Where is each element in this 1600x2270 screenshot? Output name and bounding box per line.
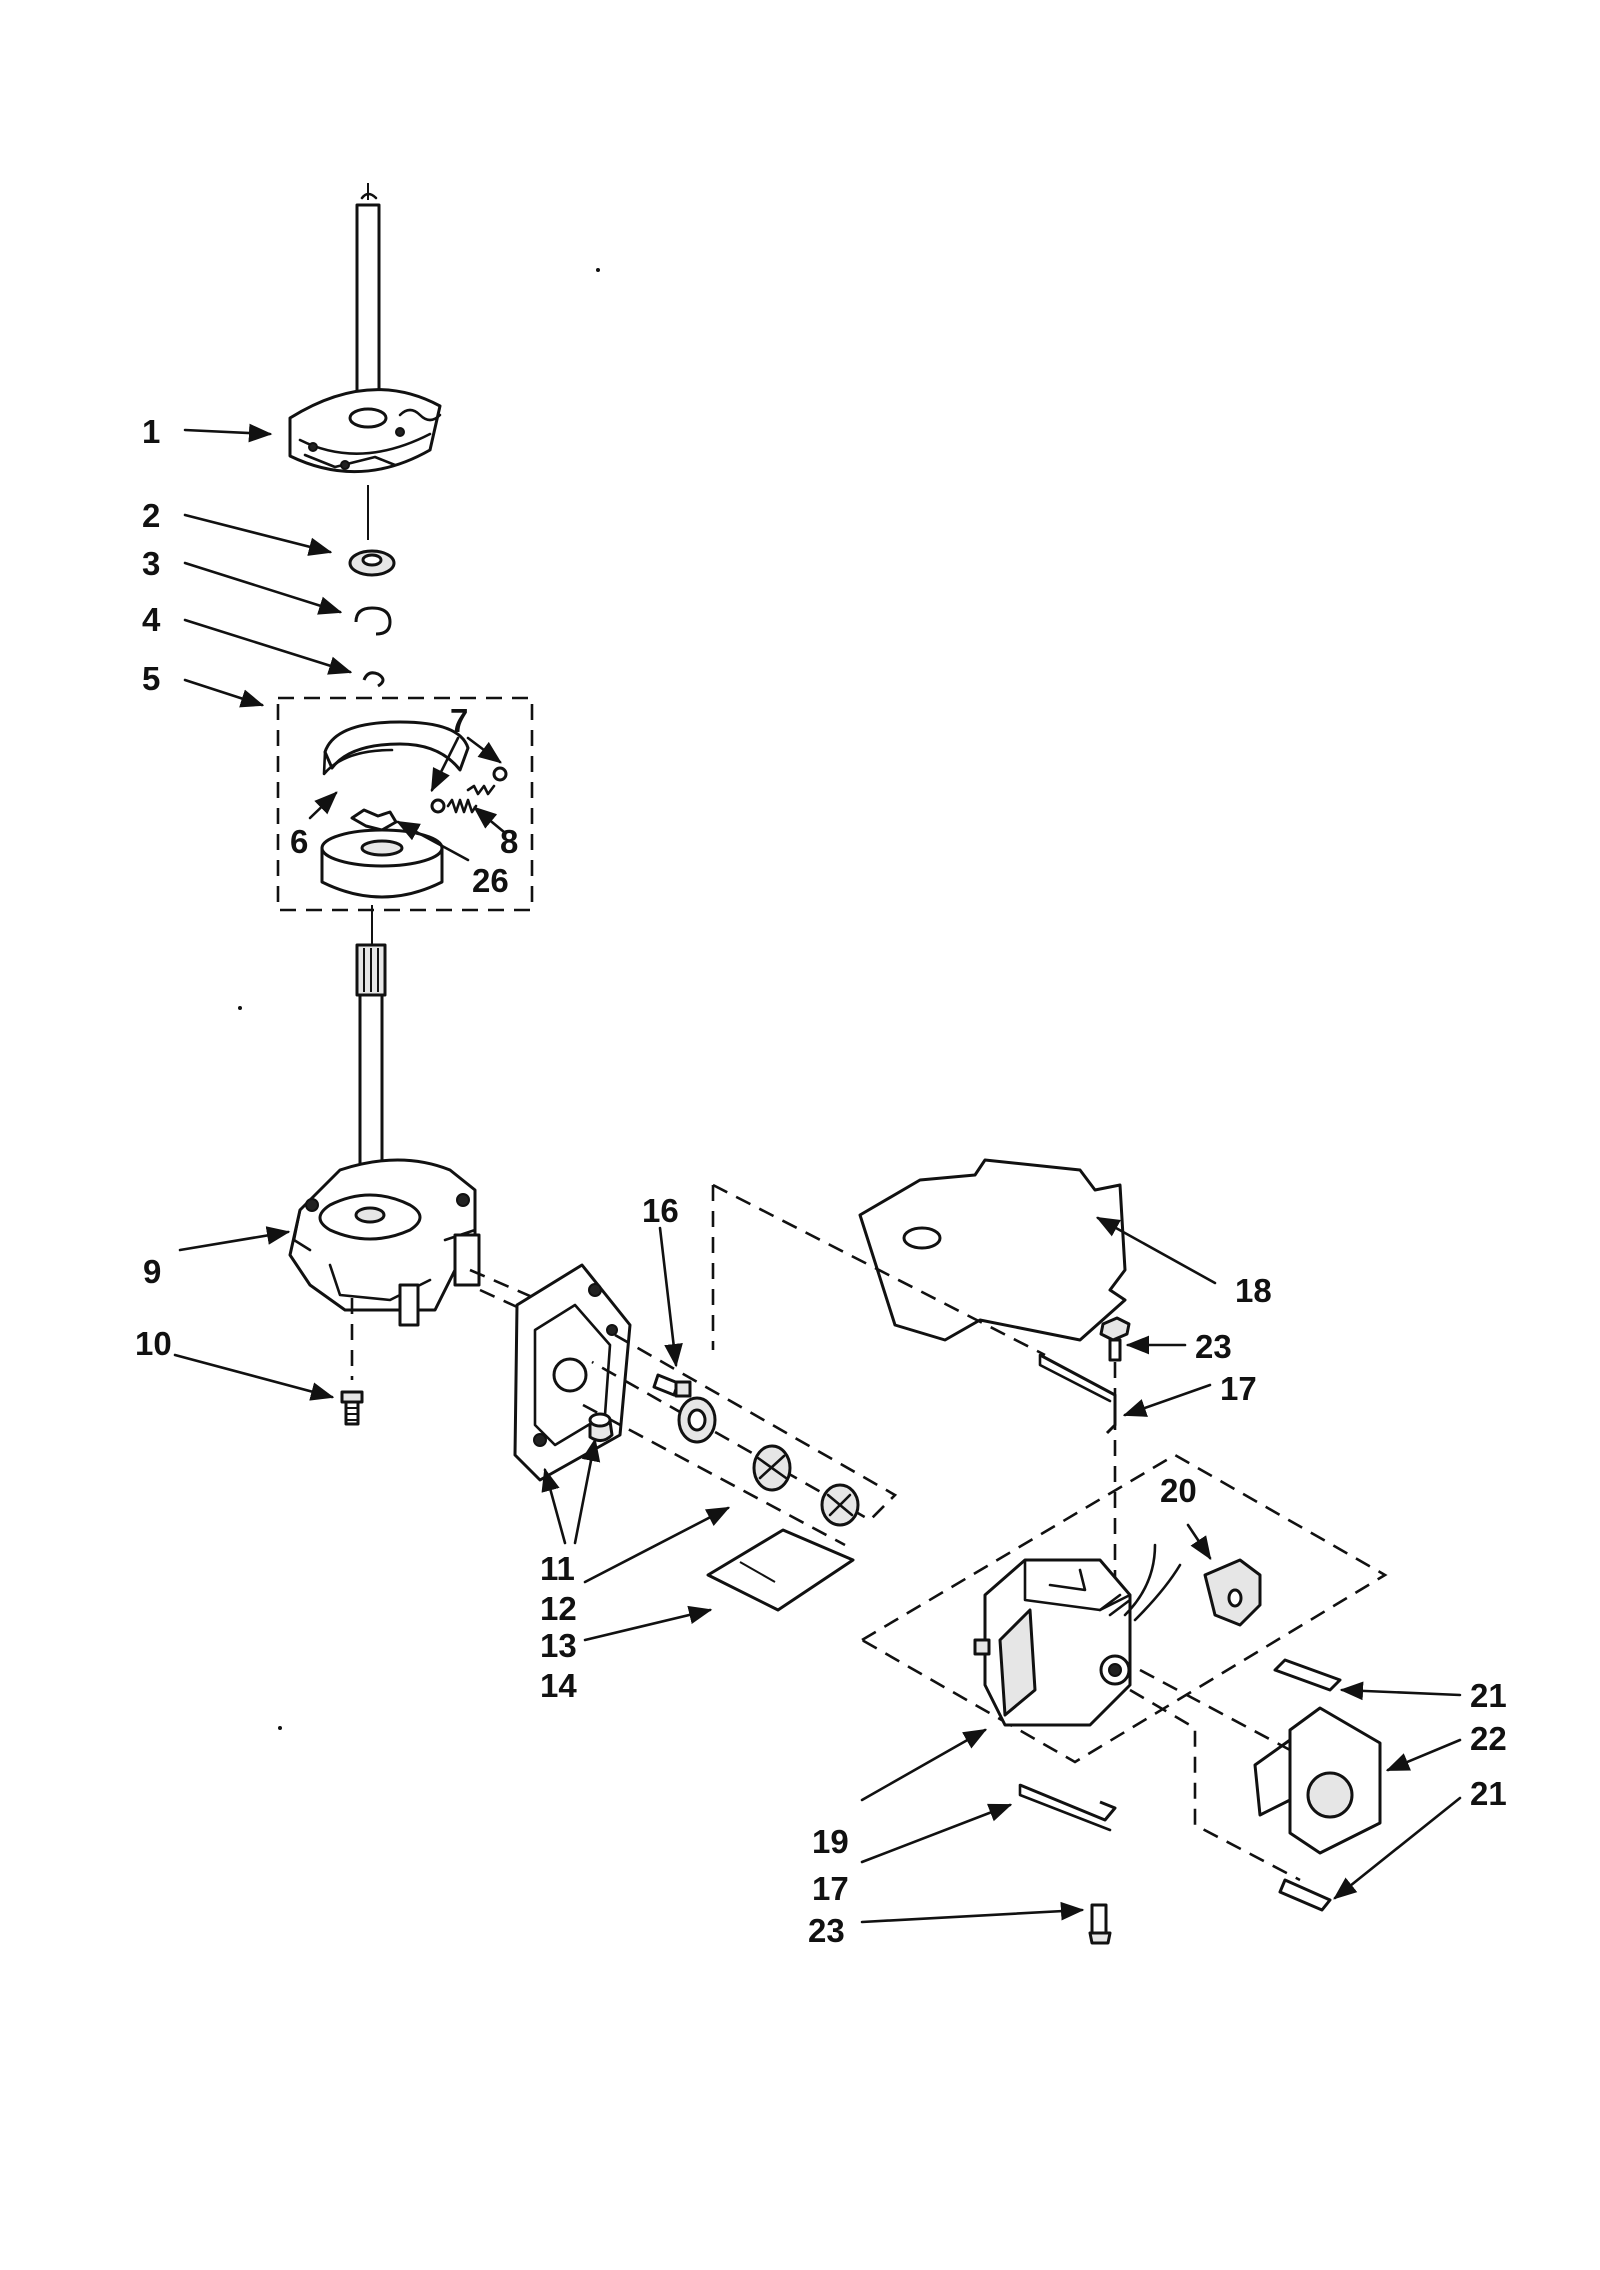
label-9: 9 <box>143 1253 161 1290</box>
label-26: 26 <box>472 862 509 899</box>
gearcase-part-9 <box>288 1158 481 1327</box>
label-16: 16 <box>642 1192 679 1229</box>
drive-shaft-top <box>355 183 381 432</box>
washer-part-2 <box>348 549 396 577</box>
label-23-top: 23 <box>1195 1328 1232 1365</box>
brake-cam-part-1 <box>288 388 442 474</box>
label-8: 8 <box>500 823 518 860</box>
brake-band-part-6 <box>322 720 470 776</box>
clip-part-17-upper <box>1038 1353 1117 1435</box>
clip-part-21-lower <box>1278 1878 1332 1912</box>
label-12: 12 <box>540 1590 577 1627</box>
label-18: 18 <box>1235 1272 1272 1309</box>
label-21-bottom: 21 <box>1470 1775 1507 1812</box>
label-14: 14 <box>540 1667 577 1704</box>
label-13: 13 <box>540 1627 577 1664</box>
label-10: 10 <box>135 1325 172 1362</box>
bolt-part-10 <box>340 1390 364 1426</box>
key-part-26 <box>350 808 398 832</box>
bolt-part-16 <box>652 1373 692 1398</box>
shield-part-18 <box>858 1158 1127 1342</box>
label-3: 3 <box>142 545 160 582</box>
ring-part-4 <box>362 671 385 688</box>
clip-part-3 <box>354 606 392 636</box>
pad-part-14 <box>706 1528 855 1612</box>
label-20: 20 <box>1160 1472 1197 1509</box>
spring-part-8 <box>430 766 508 814</box>
label-17-bottom: 17 <box>812 1870 849 1907</box>
motor-wires <box>1123 1543 1182 1622</box>
bracket-alignment-line <box>1129 1668 1301 1882</box>
switch-part-20 <box>1203 1558 1262 1627</box>
label-21-top: 21 <box>1470 1677 1507 1714</box>
label-22: 22 <box>1470 1720 1507 1757</box>
label-1: 1 <box>142 413 160 450</box>
drive-hub <box>320 828 444 899</box>
clip-part-17-lower <box>1018 1783 1117 1832</box>
screw-part-23-top <box>1099 1316 1131 1362</box>
part-labels: 1 2 3 4 5 7 6 8 26 9 10 16 18 23 17 20 1… <box>135 413 1507 1949</box>
leader-arrows <box>173 423 1462 1924</box>
label-17-top: 17 <box>1220 1370 1257 1407</box>
label-4: 4 <box>142 601 161 638</box>
pulley-alignment-line <box>582 1403 846 1547</box>
label-23-bottom: 23 <box>808 1912 845 1949</box>
stray-dot <box>238 1006 242 1010</box>
shield-alignment-line <box>711 1183 1046 1357</box>
stray-dot <box>596 268 600 272</box>
clip-part-21-upper <box>1273 1658 1342 1692</box>
nut-part-12 <box>588 1412 614 1442</box>
bracket-part-22 <box>1253 1706 1382 1855</box>
label-2: 2 <box>142 497 160 534</box>
coupling-part-13 <box>677 1396 860 1527</box>
label-7: 7 <box>450 702 468 739</box>
stray-dot <box>278 1726 282 1730</box>
screw-part-23-lower <box>1088 1903 1112 1945</box>
label-5: 5 <box>142 660 160 697</box>
label-6: 6 <box>290 823 308 860</box>
pulley-alignment-box <box>591 1333 898 1522</box>
label-11: 11 <box>540 1550 575 1587</box>
motor-part-19 <box>973 1558 1132 1727</box>
label-19: 19 <box>812 1823 849 1860</box>
